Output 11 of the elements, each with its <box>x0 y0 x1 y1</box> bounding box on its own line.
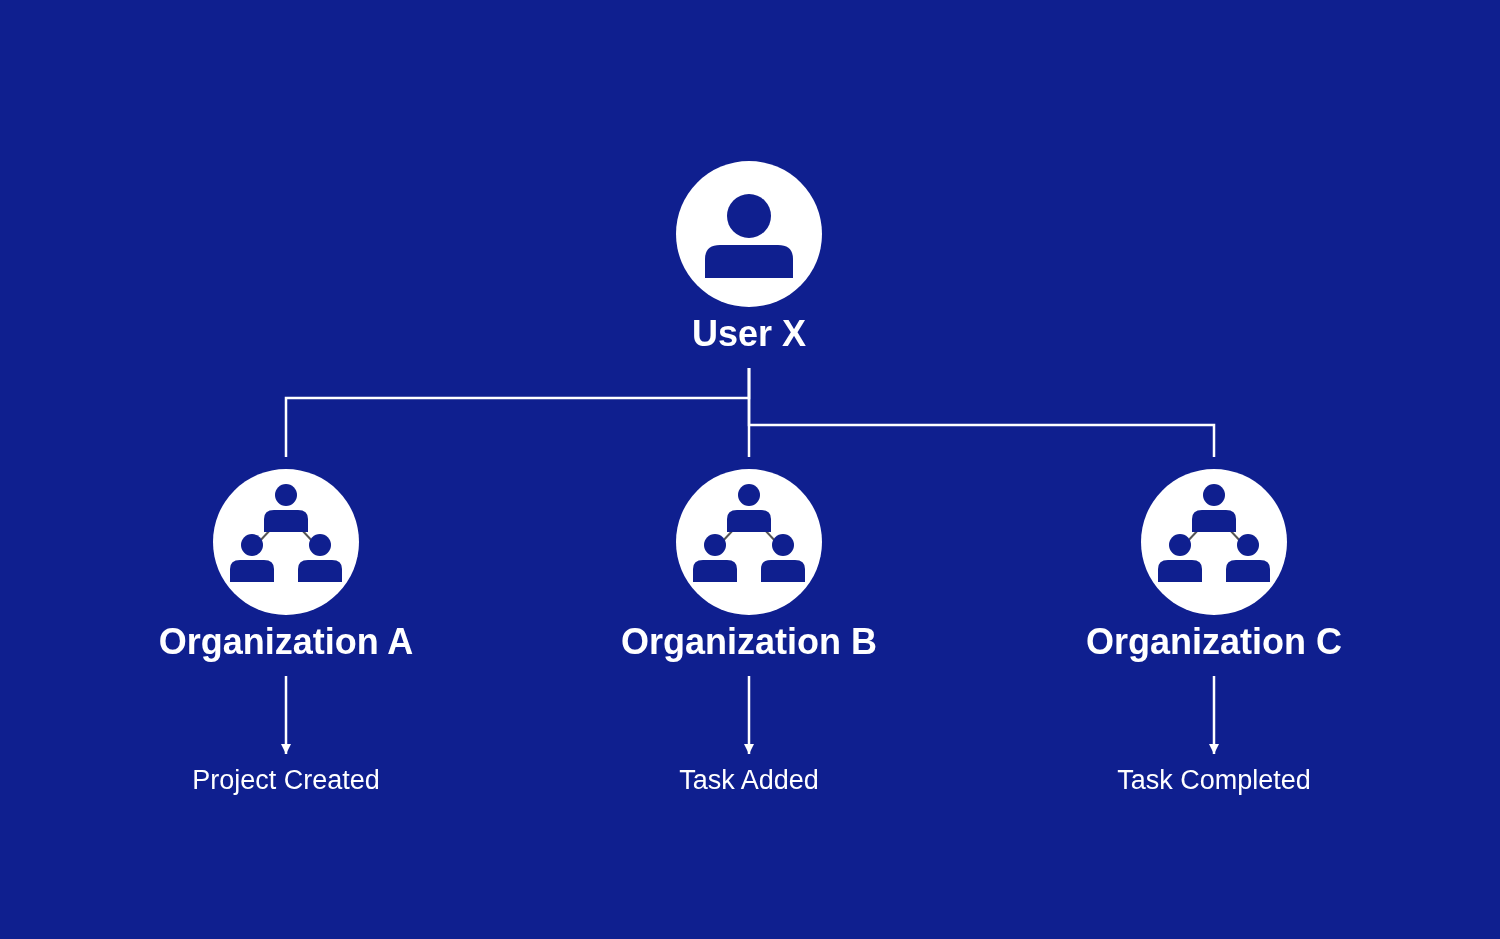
connector-line <box>747 368 1216 457</box>
outcome-label: Task Completed <box>1084 762 1344 798</box>
organization-name: Organization C <box>1085 621 1343 663</box>
arrow <box>281 676 291 754</box>
arrow <box>1209 676 1219 754</box>
organization-name: Organization B <box>620 621 878 663</box>
arrow <box>744 676 754 754</box>
user-name: User X <box>690 313 808 355</box>
outcome-label: Project Created <box>156 762 416 798</box>
organization-name: Organization A <box>157 621 415 663</box>
outcome-label: Task Added <box>619 762 879 798</box>
